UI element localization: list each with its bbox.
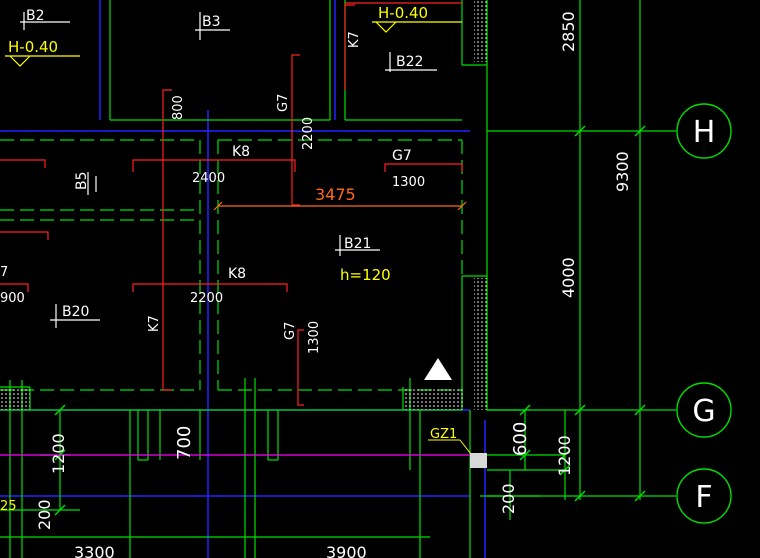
rebar-1300-v: 1300 — [307, 321, 322, 354]
rebar-800: 800 — [171, 95, 186, 120]
beam-label-g7-right: G7 — [392, 148, 412, 164]
dimension-200-right: 200 — [499, 483, 518, 514]
level-marker-triangle-icon — [424, 358, 452, 380]
slab-label-b22: B22 — [396, 54, 423, 70]
slab-label-b20: B20 — [62, 304, 89, 320]
dimension-4000: 4000 — [559, 257, 578, 298]
slab-thickness-text: h=120 — [340, 266, 391, 284]
beam-label-k7-left: K7 — [147, 315, 162, 332]
partial-label-25: 25 — [0, 499, 17, 514]
rebar-2400: 2400 — [192, 171, 225, 186]
partial-label-900: 900 — [0, 291, 25, 306]
slab-arrows — [20, 12, 437, 328]
elevation-left-text: H-0.40 — [8, 38, 58, 56]
dimension-3475 — [213, 201, 467, 211]
elevation-marker-left — [5, 55, 80, 67]
elevation-marker-top — [372, 21, 462, 33]
column-gz1[interactable] — [470, 453, 487, 468]
slab-label-b2: B2 — [26, 8, 45, 24]
slab-label-b21: B21 — [344, 236, 371, 252]
axis-label-h: H — [693, 115, 716, 150]
rebar-2200-v: 2200 — [301, 117, 316, 150]
rebar-1300-h: 1300 — [392, 175, 425, 190]
slab-label-b5: B5 — [74, 171, 90, 190]
dimension-3475-text: 3475 — [315, 185, 356, 204]
axis-label-f: F — [695, 480, 712, 515]
dimension-200-left: 200 — [35, 499, 54, 530]
rebar-700: 700 — [174, 426, 195, 460]
rebar-2200-h: 2200 — [190, 291, 223, 306]
column-label-gz1: GZ1 — [430, 427, 457, 442]
beam-label-g7-mid: G7 — [283, 322, 298, 340]
slab-label-b3: B3 — [202, 14, 221, 30]
beam-label-g7-top: G7 — [276, 94, 291, 112]
dimension-1200-right: 1200 — [555, 435, 574, 476]
axis-label-g: G — [692, 394, 715, 429]
column-hatching — [0, 0, 487, 410]
dimension-9300: 9300 — [613, 151, 632, 192]
beam-label-k8-top: K8 — [232, 144, 250, 160]
dimension-3300: 3300 — [74, 543, 115, 558]
axis-bubble-g[interactable]: G — [676, 382, 732, 438]
rebar-600: 600 — [510, 422, 531, 456]
dimension-2850: 2850 — [559, 11, 578, 52]
axis-bubble-f[interactable]: F — [676, 468, 732, 524]
beam-label-k8-mid: K8 — [228, 266, 246, 282]
partial-label-7: 7 — [0, 265, 8, 280]
axis-bubble-h[interactable]: H — [676, 103, 732, 159]
rebar-lines-red — [0, 2, 463, 406]
beam-label-k7-top: K7 — [347, 31, 362, 48]
elevation-top-text: H-0.40 — [378, 4, 428, 22]
dimension-ticks — [54, 125, 646, 516]
dimension-3900: 3900 — [326, 543, 367, 558]
dimension-1200-left: 1200 — [49, 433, 68, 474]
